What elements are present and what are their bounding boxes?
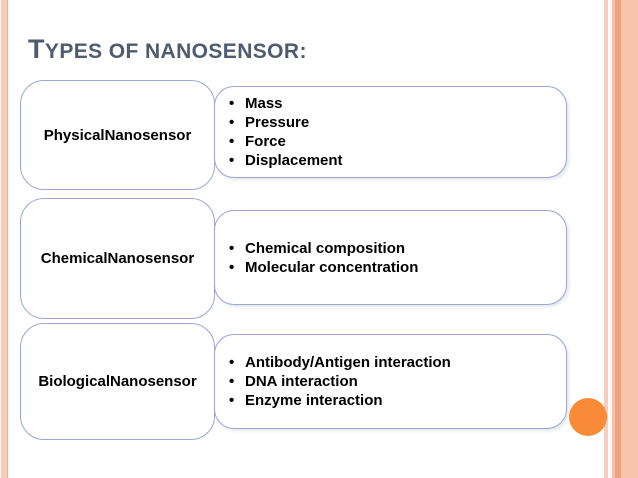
bullet-item: Pressure [227, 113, 566, 132]
biological-nanosensor-content-box: Antibody/Antigen interaction DNA interac… [214, 334, 567, 429]
bullet-item: Antibody/Antigen interaction [227, 353, 566, 372]
bullet-item: Chemical composition [227, 239, 566, 258]
biological-nanosensor-label: BiologicalNanosensor [38, 373, 197, 390]
physical-nanosensor-content-box: Mass Pressure Force Displacement [214, 86, 567, 178]
chemical-nanosensor-content-box: Chemical composition Molecular concentra… [214, 210, 567, 305]
chemical-nanosensor-label: ChemicalNanosensor [40, 250, 195, 267]
left-edge-stripe-decoration [0, 0, 10, 478]
right-edge-stripe-decoration [602, 0, 638, 478]
bullet-item: Force [227, 132, 566, 151]
physical-nanosensor-label-box: PhysicalNanosensor [20, 80, 215, 190]
biological-nanosensor-bullet-list: Antibody/Antigen interaction DNA interac… [227, 353, 566, 410]
physical-nanosensor-label: PhysicalNanosensor [43, 126, 192, 144]
chemical-nanosensor-label-box: ChemicalNanosensor [20, 198, 215, 319]
bullet-item: Enzyme interaction [227, 391, 566, 410]
orange-accent-circle-decoration [569, 398, 607, 436]
bullet-item: Molecular concentration [227, 258, 566, 277]
chemical-nanosensor-bullet-list: Chemical composition Molecular concentra… [227, 239, 566, 277]
biological-nanosensor-label-box: BiologicalNanosensor [20, 323, 215, 440]
bullet-item: DNA interaction [227, 372, 566, 391]
bullet-item: Displacement [227, 151, 566, 170]
slide-title: Types of nanosensor: [28, 34, 307, 64]
physical-nanosensor-bullet-list: Mass Pressure Force Displacement [227, 94, 566, 170]
bullet-item: Mass [227, 94, 566, 113]
